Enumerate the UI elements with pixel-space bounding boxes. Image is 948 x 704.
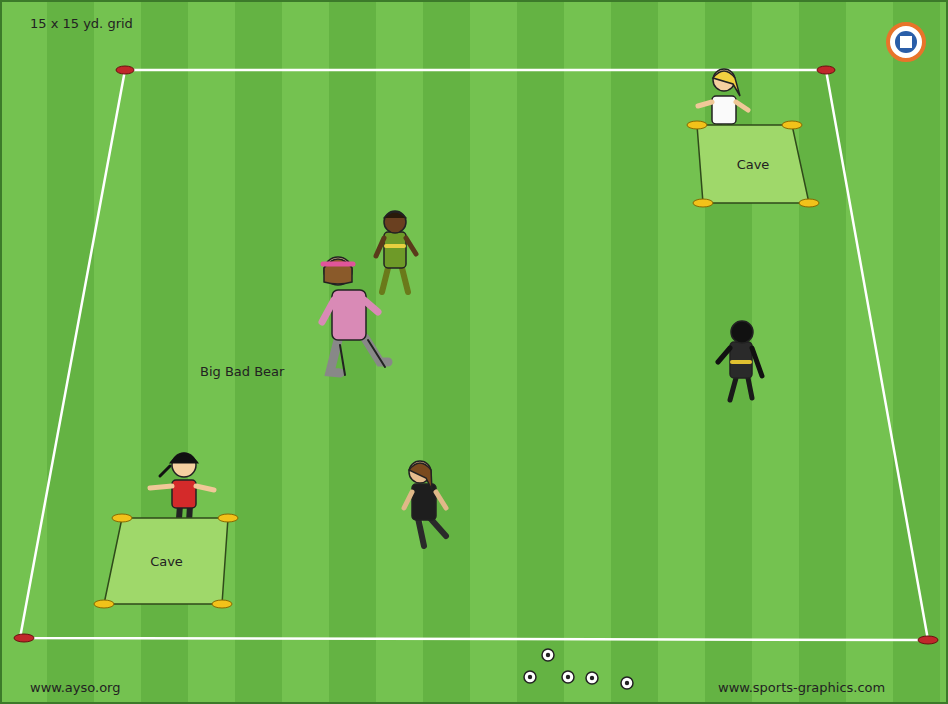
cone [212, 600, 232, 608]
logo [888, 24, 924, 60]
cave-label: Cave [146, 552, 187, 571]
cave-zone: Cave [697, 125, 809, 203]
player-green [376, 211, 416, 292]
cone [218, 514, 238, 522]
cone [94, 600, 114, 608]
grid-lines [20, 70, 928, 640]
grid-size-note: 15 x 15 yd. grid [30, 16, 133, 31]
cone [799, 199, 819, 207]
cave-area [697, 125, 809, 203]
bear-player [322, 257, 388, 375]
watermark: www.sports-graphics.com [718, 680, 885, 695]
corner-cones [14, 66, 938, 644]
cone [693, 199, 713, 207]
player-dark [718, 321, 762, 400]
cone [112, 514, 132, 522]
cave-label: Cave [733, 155, 774, 174]
balls [524, 649, 633, 689]
player-black [404, 461, 446, 546]
cone [687, 121, 707, 129]
watermark: www.ayso.org [30, 680, 120, 695]
role-label: Big Bad Bear [200, 364, 284, 379]
cave-zone: Cave [104, 518, 229, 604]
cone [782, 121, 802, 129]
cave-area [104, 518, 228, 604]
